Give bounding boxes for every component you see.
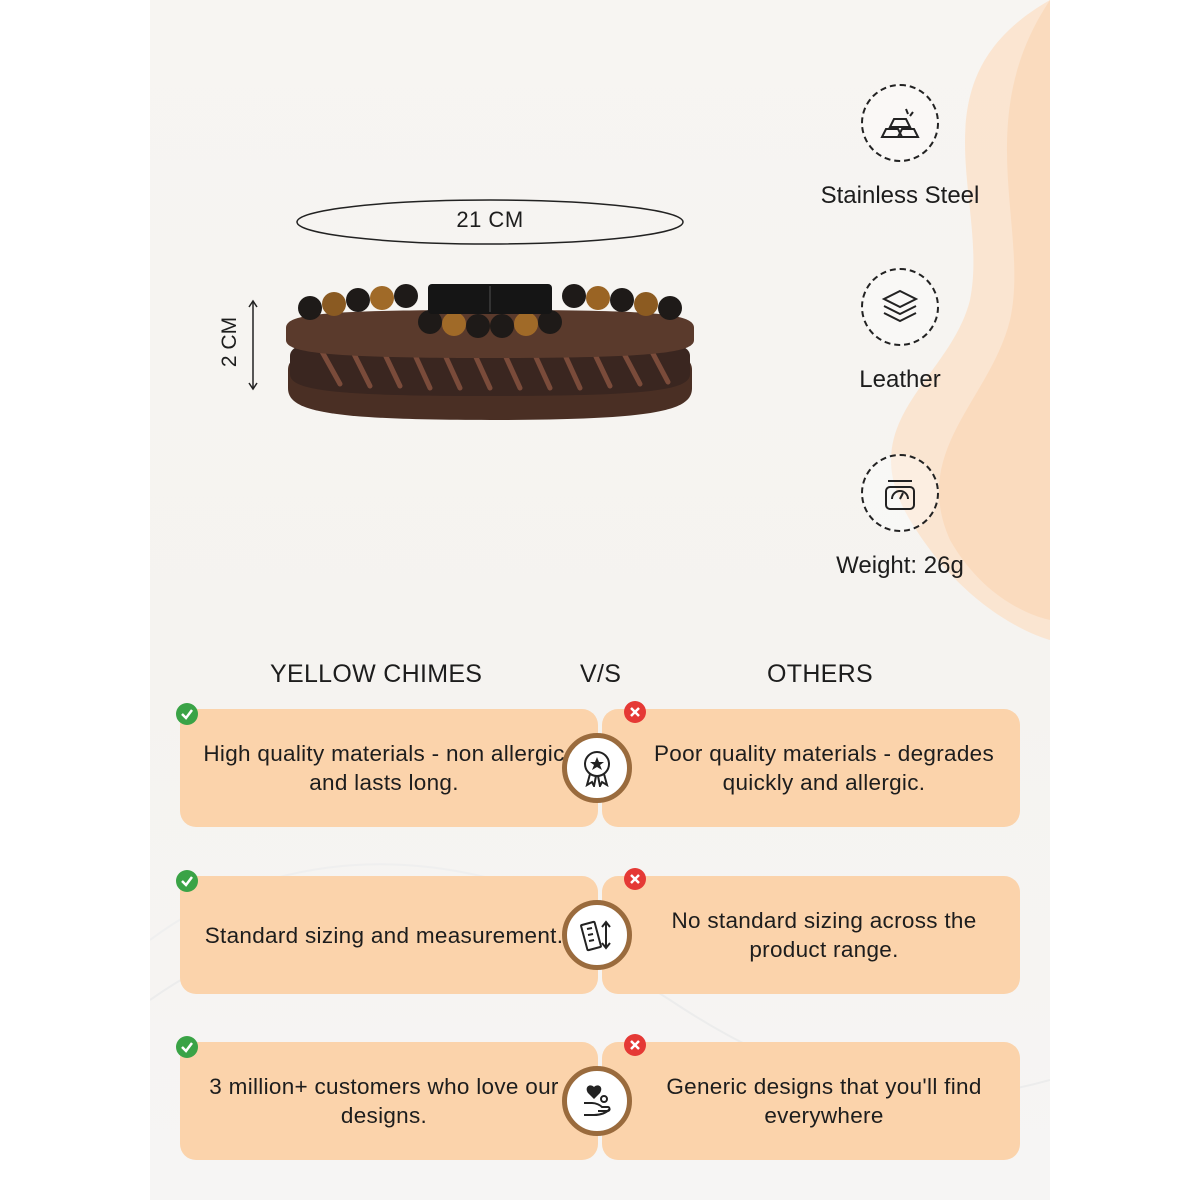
feature-leather: Leather	[800, 268, 1000, 394]
brand-benefit-text: 3 million+ customers who love our design…	[209, 1074, 559, 1128]
check-icon	[176, 1036, 198, 1058]
feature-label: Leather	[859, 366, 941, 393]
product-canvas	[150, 0, 1050, 1200]
feature-label: Stainless Steel	[820, 182, 980, 209]
brand-benefit-text: High quality materials - non allergic an…	[203, 741, 565, 795]
check-icon	[176, 870, 198, 892]
comparison-row: Standard sizing and measurement. No stan…	[176, 868, 1020, 996]
feature-stainless-steel: Stainless Steel	[800, 84, 1000, 210]
cross-icon	[624, 868, 646, 890]
brand-benefit-text: Standard sizing and measurement.	[204, 922, 564, 948]
check-icon	[176, 703, 198, 725]
vs-heading: V/S	[580, 660, 622, 688]
others-drawback-text: Generic designs that you'll find everywh…	[666, 1074, 982, 1128]
others-heading: OTHERS	[767, 660, 873, 688]
leather-layers-icon	[861, 268, 939, 346]
cross-icon	[624, 701, 646, 723]
weighing-scale-icon	[861, 454, 939, 532]
comparison-row: 3 million+ customers who love our design…	[176, 1034, 1020, 1162]
cross-icon	[624, 1034, 646, 1056]
brand-benefit-card: 3 million+ customers who love our design…	[180, 1042, 598, 1160]
ruler-measure-icon	[562, 900, 632, 970]
hand-heart-icon	[562, 1066, 632, 1136]
width-label: 2 CM	[218, 316, 241, 368]
length-label: 21 CM	[456, 207, 524, 232]
steel-bars-icon	[861, 84, 939, 162]
others-drawback-card: Generic designs that you'll find everywh…	[602, 1042, 1020, 1160]
quality-badge-icon	[562, 733, 632, 803]
feature-weight: Weight: 26g	[800, 454, 1000, 580]
comparison-row: High quality materials - non allergic an…	[176, 701, 1020, 829]
width-arrow	[248, 299, 258, 391]
others-drawback-card: No standard sizing across the product ra…	[602, 876, 1020, 994]
brand-benefit-card: Standard sizing and measurement.	[180, 876, 598, 994]
others-drawback-text: No standard sizing across the product ra…	[671, 908, 977, 962]
brand-benefit-card: High quality materials - non allergic an…	[180, 709, 598, 827]
feature-label: Weight: 26g	[836, 552, 964, 579]
bracelet-image	[286, 284, 694, 420]
others-drawback-text: Poor quality materials - degrades quickl…	[653, 741, 995, 795]
brand-heading: YELLOW CHIMES	[270, 660, 483, 688]
length-ellipse	[295, 198, 685, 246]
others-drawback-card: Poor quality materials - degrades quickl…	[602, 709, 1020, 827]
